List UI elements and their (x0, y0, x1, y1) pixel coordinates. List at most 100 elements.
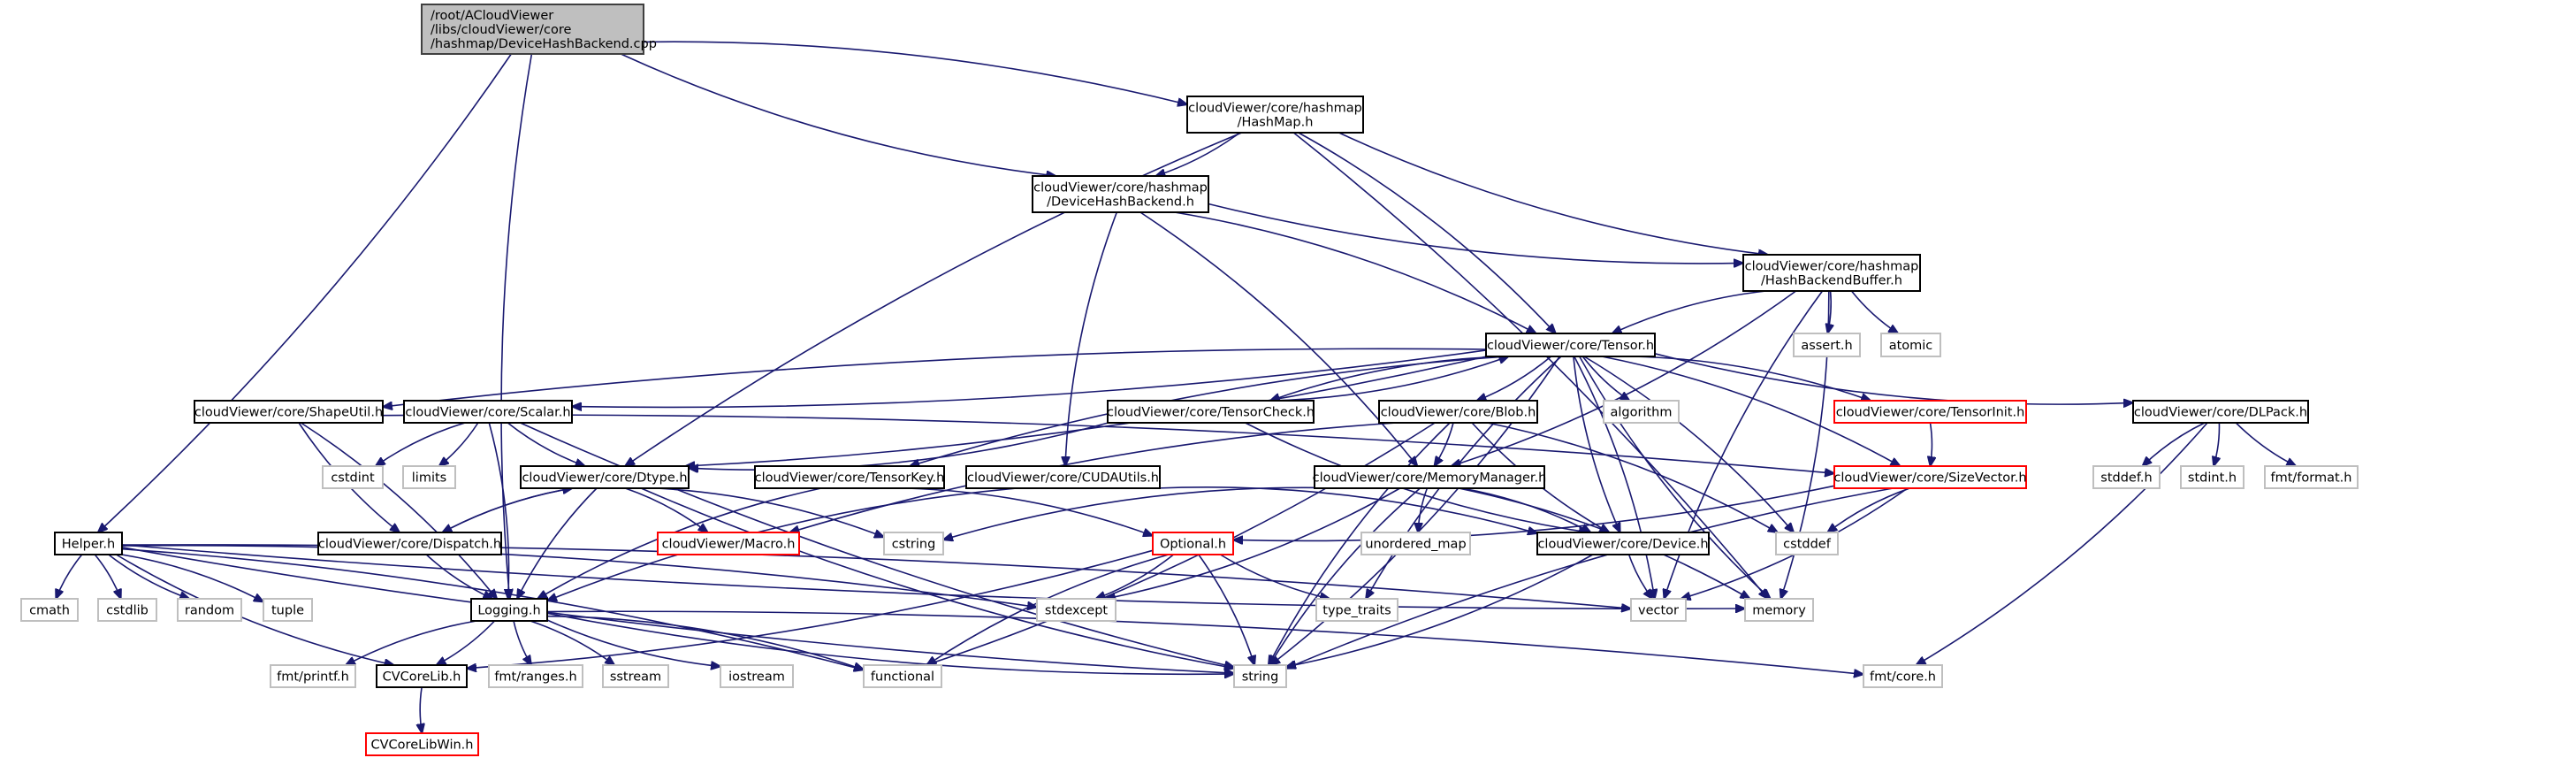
edge-logging-to-functional (546, 615, 864, 670)
node-hbb-label: cloudViewer/core/hashmap (1745, 260, 1919, 274)
node-fmtformat-box (2264, 465, 2359, 489)
edge-memmgr-to-string (1269, 487, 1421, 665)
node-blob[interactable]: cloudViewer/core/Blob.h (1378, 400, 1538, 424)
node-stddef: stddef.h (2092, 465, 2161, 489)
node-device[interactable]: cloudViewer/core/Device.h (1536, 532, 1710, 555)
node-fmtprintf-label: fmt/printf.h (277, 670, 349, 685)
node-tuple-label: tuple (271, 604, 304, 618)
node-sizevector[interactable]: cloudViewer/core/SizeVector.h (1833, 465, 2027, 489)
edge-tensor-to-memory (1579, 356, 1771, 599)
node-shapeutil-box (194, 400, 384, 424)
node-helper[interactable]: Helper.h (54, 532, 123, 555)
node-device-label: cloudViewer/core/Device.h (1537, 538, 1708, 552)
node-logging-label: Logging.h (477, 604, 540, 618)
node-optional[interactable]: Optional.h (1152, 532, 1234, 555)
node-scalar-label: cloudViewer/core/Scalar.h (405, 406, 570, 420)
node-iostream-label: iostream (728, 670, 785, 685)
node-helper-label: Helper.h (62, 538, 115, 552)
node-shapeutil[interactable]: cloudViewer/core/ShapeUtil.h (194, 400, 384, 424)
node-hbb[interactable]: cloudViewer/core/hashmap/HashBackendBuff… (1742, 254, 1921, 292)
node-tensorinit-box (1833, 400, 2027, 424)
edge-logging-to-string (546, 612, 1234, 674)
node-memory: memory (1744, 598, 1814, 622)
nodes-layer: /root/ACloudViewer/libs/cloudViewer/core… (20, 4, 2359, 756)
node-typetraits-label: type_traits (1322, 604, 1391, 618)
edge-helper-to-functional (121, 547, 864, 670)
node-vector-label: vector (1638, 604, 1679, 618)
node-tensorcheck[interactable]: cloudViewer/core/TensorCheck.h (1107, 400, 1315, 424)
node-algorithm-label: algorithm (1611, 406, 1673, 420)
node-limits: limits (402, 465, 456, 489)
edge-hbb-to-memory (1781, 290, 1830, 599)
node-dtype[interactable]: cloudViewer/core/Dtype.h (520, 465, 690, 489)
edge-blob-to-cstddef (1487, 422, 1778, 532)
node-cvcorelib[interactable]: CVCoreLib.h (376, 664, 468, 688)
node-dlpack[interactable]: cloudViewer/core/DLPack.h (2132, 400, 2309, 424)
edge-devhb-to-tensor (1174, 211, 1536, 333)
edge-helper-to-cstdlib (94, 554, 120, 599)
node-cvcorelib-box (376, 664, 468, 688)
edge-sizevector-to-optional (1233, 485, 1835, 540)
edge-scalar-to-string (520, 422, 1235, 667)
node-fmtranges-label: fmt/ranges.h (494, 670, 576, 685)
node-sizevector-label: cloudViewer/core/SizeVector.h (1833, 471, 2026, 486)
edge-hashmap-to-devhb (1155, 132, 1241, 176)
node-dtype-label: cloudViewer/core/Dtype.h (522, 471, 687, 486)
node-functional-box (863, 664, 942, 688)
node-assert: assert.h (1793, 333, 1861, 357)
node-string-label: string (1242, 670, 1279, 685)
node-iostream: iostream (720, 664, 794, 688)
node-fmtformat-label: fmt/format.h (2271, 471, 2352, 486)
node-fmtcore: fmt/core.h (1863, 664, 1943, 688)
node-tensorinit[interactable]: cloudViewer/core/TensorInit.h (1833, 400, 2027, 424)
node-cvcorelibwin[interactable]: CVCoreLibWin.h (365, 732, 479, 756)
node-typetraits: type_traits (1315, 598, 1399, 622)
edge-cudautils-to-device (1156, 486, 1537, 533)
node-functional: functional (863, 664, 942, 688)
edge-helper-to-stdexcept (121, 544, 1037, 608)
node-hashmap-label: /HashMap.h (1238, 116, 1314, 130)
node-fmtcore-label: fmt/core.h (1870, 670, 1936, 685)
edge-root-to-devhb (620, 53, 1056, 176)
edge-blob-to-functional (926, 422, 1436, 665)
node-memmgr-label: cloudViewer/core/MemoryManager.h (1313, 471, 1547, 486)
node-tensorinit-label: cloudViewer/core/TensorInit.h (1836, 406, 2025, 420)
node-macro[interactable]: cloudViewer/Macro.h (657, 532, 800, 555)
edge-devhb-to-hbb (1208, 203, 1743, 264)
node-dispatch[interactable]: cloudViewer/core/Dispatch.h (317, 532, 502, 555)
edge-memmgr-to-cstring (943, 486, 1344, 540)
node-hashmap[interactable]: cloudViewer/core/hashmap/HashMap.h (1186, 96, 1364, 134)
node-logging-box (470, 598, 548, 622)
node-stdexcept-box (1036, 598, 1117, 622)
edge-tensor-to-sizevector (1601, 356, 1901, 466)
edge-scalar-to-logging (488, 422, 508, 599)
node-cstdint-label: cstdint (331, 471, 375, 486)
edge-optional-to-cvcorelib (467, 549, 1154, 668)
node-tensorkey[interactable]: cloudViewer/core/TensorKey.h (754, 465, 945, 489)
edge-dlpack-to-stdint (2214, 422, 2219, 466)
node-shapeutil-label: cloudViewer/core/ShapeUtil.h (194, 406, 383, 420)
node-logging[interactable]: Logging.h (470, 598, 548, 622)
node-dispatch-label: cloudViewer/core/Dispatch.h (318, 538, 501, 552)
node-memmgr[interactable]: cloudViewer/core/MemoryManager.h (1313, 465, 1547, 489)
node-hbb-box (1742, 254, 1921, 292)
node-devhb[interactable]: cloudViewer/core/hashmap/DeviceHashBacke… (1032, 175, 1209, 213)
edge-dispatch-to-dtype (441, 488, 572, 533)
edge-tensor-to-algorithm (1581, 356, 1629, 401)
node-tensor[interactable]: cloudViewer/core/Tensor.h (1485, 333, 1656, 357)
edge-dtype-to-logging (517, 487, 598, 599)
node-memory-label: memory (1752, 604, 1806, 618)
edge-hbb-to-tensor (1612, 290, 1766, 333)
node-cudautils[interactable]: cloudViewer/core/CUDAUtils.h (965, 465, 1161, 489)
node-root-label: /hashmap/DeviceHashBackend.cpp (431, 37, 657, 51)
node-cstddef: cstddef (1775, 532, 1839, 555)
node-root-box (421, 4, 644, 55)
node-cstddef-label: cstddef (1783, 538, 1832, 552)
node-devhb-label: /DeviceHashBackend.h (1047, 195, 1194, 210)
node-memmgr-box (1314, 465, 1545, 489)
node-fmtranges: fmt/ranges.h (488, 664, 583, 688)
edge-tensor-to-tensorinit (1632, 356, 1871, 401)
edge-dlpack-to-stddef (2143, 422, 2206, 466)
node-scalar[interactable]: cloudViewer/core/Scalar.h (403, 400, 573, 424)
